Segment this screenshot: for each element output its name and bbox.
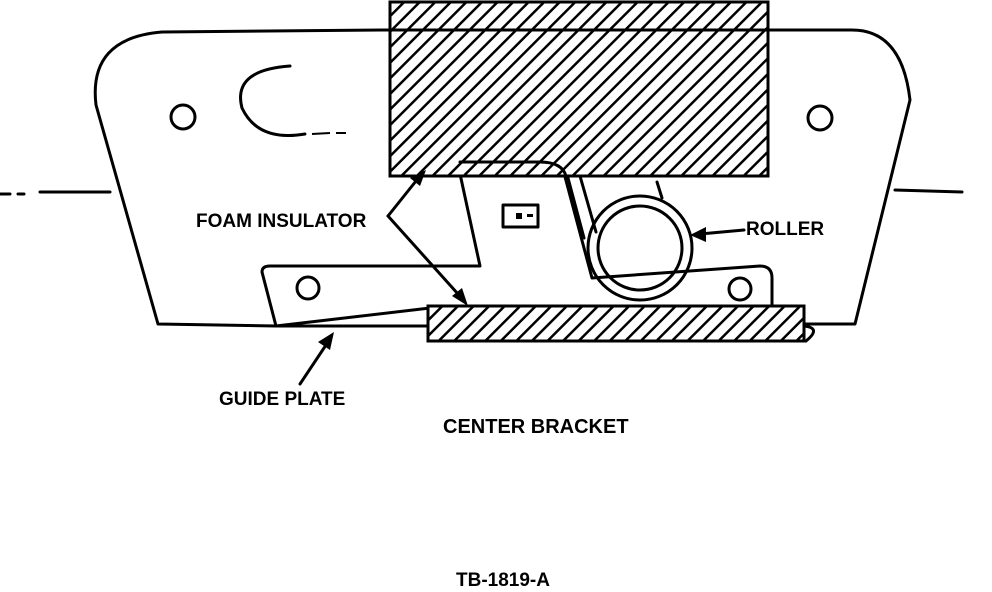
left-rail [0, 190, 112, 196]
mounting-hole-right [806, 104, 834, 132]
diagram-title: CENTER BRACKET [443, 416, 629, 438]
foam-insulator-lower [426, 304, 806, 343]
roller-assembly [566, 174, 694, 302]
mounting-hole-left [169, 103, 197, 131]
foam-insulator-lower-end [802, 324, 815, 343]
roller-outer [586, 194, 694, 302]
clip-dot [516, 213, 522, 219]
figure-id: TB-1819-A [456, 570, 550, 591]
leader-lines [298, 170, 746, 386]
foam-insulator-upper [388, 0, 770, 178]
clip-slot [527, 214, 533, 217]
foam-leader-lower [386, 214, 460, 296]
label-roller: ROLLER [746, 219, 824, 240]
label-guide-plate: GUIDE PLATE [219, 389, 345, 410]
label-foam-insulator: FOAM INSULATOR [196, 211, 367, 232]
guide-plate-hole-right [727, 276, 753, 302]
roller-arrowhead [690, 227, 706, 242]
slot-dash [311, 132, 346, 135]
foam-arrowhead-upper [410, 170, 426, 186]
foam-arrowhead-lower [452, 288, 468, 306]
foam-leader-upper [386, 174, 422, 218]
right-rail [893, 188, 964, 194]
roller-inner [596, 204, 684, 292]
guide-plate-leader [298, 340, 330, 386]
left-slot [239, 64, 307, 137]
guide-plate-arrowhead [318, 332, 334, 350]
side-rails [0, 188, 964, 196]
guide-plate-hole-left [295, 275, 321, 301]
roller-tick [655, 180, 664, 200]
guide-plate [260, 156, 774, 328]
foam-insulator-tab [458, 160, 568, 178]
roller-leader [698, 228, 746, 236]
clip-square [501, 203, 540, 229]
